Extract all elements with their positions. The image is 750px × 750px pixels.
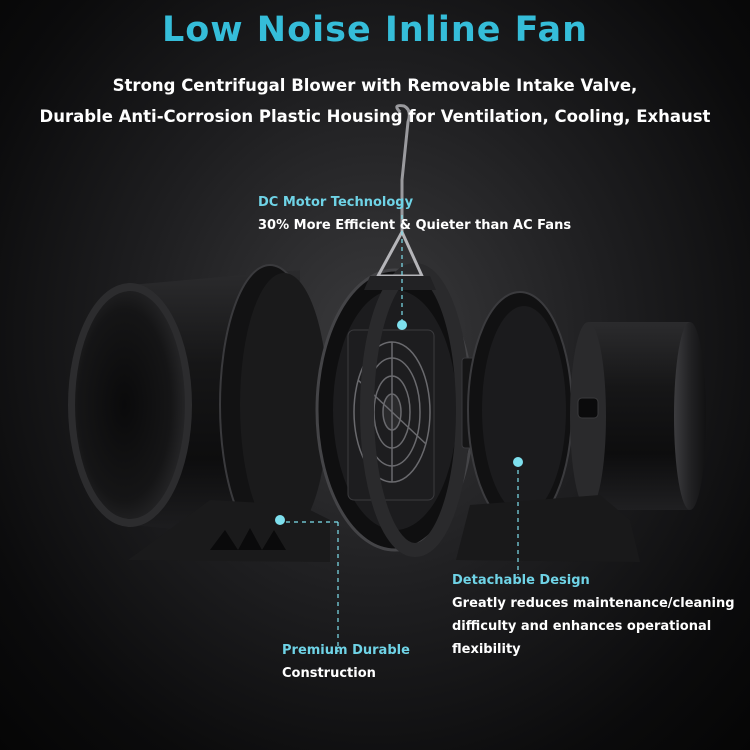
callout-detachable-line2: difficulty and enhances operational flex…: [452, 619, 712, 657]
marker-detachable: [513, 457, 523, 467]
callout-leader-lines: [282, 215, 519, 652]
callout-durable-text: Construction: [282, 666, 376, 681]
marker-motor: [397, 320, 407, 330]
callout-motor: DC Motor Technology 30% More Efficient &…: [258, 191, 571, 237]
right-flange: [467, 291, 573, 529]
callout-durable: Premium Durable Construction: [282, 639, 410, 685]
subtitle-line-2: Durable Anti-Corrosion Plastic Housing f…: [39, 107, 711, 126]
marker-durable: [275, 515, 285, 525]
callout-detachable-line1: Greatly reduces maintenance/cleaning: [452, 596, 735, 611]
right-base: [456, 495, 640, 562]
callout-markers: [275, 320, 523, 525]
callout-detachable-heading: Detachable Design: [452, 573, 590, 588]
page-title: Low Noise Inline Fan: [161, 10, 589, 50]
right-duct-connector: [570, 322, 706, 510]
hanging-hook: [364, 104, 436, 290]
left-flange: [219, 264, 328, 546]
callout-motor-text: 30% More Efficient & Quieter than AC Fan…: [258, 218, 572, 233]
callout-motor-heading: DC Motor Technology: [258, 195, 414, 210]
subtitle-line-1: Strong Centrifugal Blower with Removable…: [112, 76, 638, 95]
callout-durable-heading: Premium Durable: [282, 643, 410, 658]
callout-detachable: Detachable Design Greatly reduces mainte…: [452, 569, 750, 661]
